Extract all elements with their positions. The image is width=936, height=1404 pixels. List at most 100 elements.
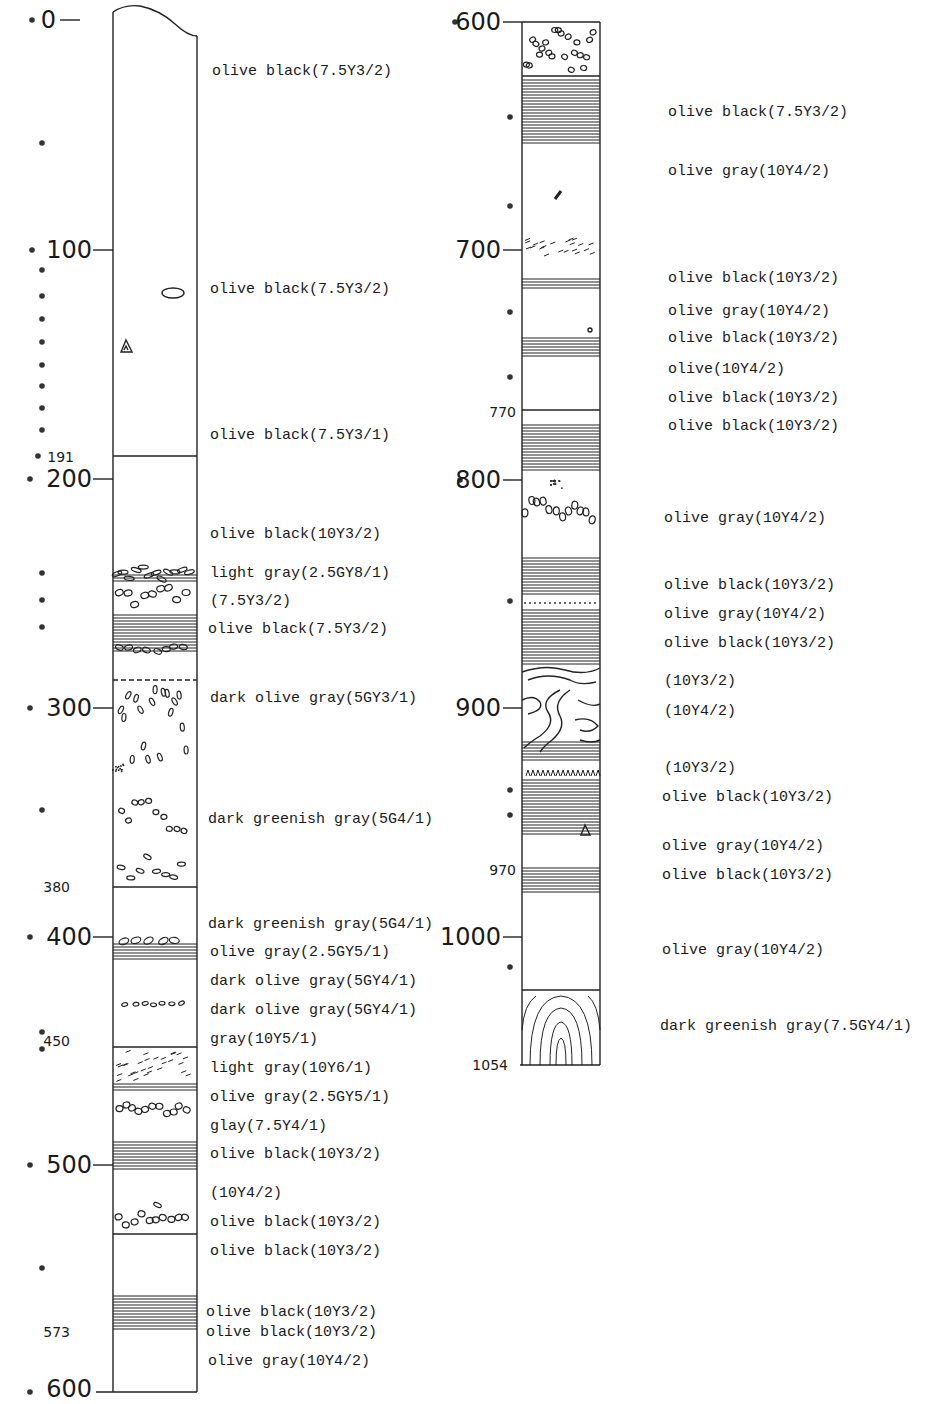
color-description: olive gray(10Y4/2)	[662, 839, 824, 854]
lamination	[522, 825, 600, 826]
clast-symbol	[141, 742, 147, 751]
lamination	[113, 1169, 197, 1170]
lamination	[522, 610, 600, 611]
lamination	[522, 751, 600, 752]
speckle	[553, 483, 555, 485]
lamination	[522, 649, 600, 650]
lamination	[522, 119, 600, 120]
clast-symbol	[171, 697, 178, 706]
clast-symbol	[571, 501, 578, 510]
sample-dot	[35, 453, 41, 459]
depth-label: 700	[455, 238, 501, 262]
clast-symbol	[123, 1102, 131, 1109]
clast-symbol	[153, 648, 162, 656]
lamination	[113, 1090, 197, 1091]
texture-stroke	[525, 241, 530, 243]
lamination	[113, 1323, 197, 1324]
speckle	[544, 602, 546, 604]
clast-symbol	[169, 937, 180, 944]
lamination	[522, 628, 600, 629]
core-top	[113, 6, 197, 36]
color-description: olive black(7.5Y3/2)	[208, 622, 388, 637]
lamination	[522, 116, 600, 117]
clast-symbol	[116, 1105, 123, 1111]
sample-dot	[27, 476, 33, 482]
color-description: olive black(10Y3/2)	[206, 1325, 377, 1340]
speckle	[555, 483, 557, 485]
clast-symbol	[564, 33, 572, 40]
clast-symbol	[526, 63, 533, 69]
clast-symbol	[115, 644, 124, 651]
clast-symbol	[586, 36, 593, 43]
lamination	[522, 622, 600, 623]
speckle	[594, 602, 596, 604]
sample-dot	[507, 964, 513, 970]
lamination	[522, 452, 600, 453]
lamination	[522, 637, 600, 638]
clast-symbol	[143, 936, 155, 946]
lamination	[113, 1084, 197, 1085]
lamination	[522, 613, 600, 614]
lamination	[522, 640, 600, 641]
lamination	[522, 425, 600, 426]
texture-stroke	[157, 1068, 162, 1070]
color-description: olive black(10Y3/2)	[664, 636, 835, 651]
wood-fragment	[522, 996, 600, 1065]
clast-symbol	[159, 1001, 165, 1005]
lamination	[113, 627, 197, 628]
lamination	[522, 634, 600, 635]
lamination	[522, 652, 600, 653]
lamination	[113, 1145, 197, 1146]
color-description: dark olive gray(5GY4/1)	[210, 1003, 417, 1018]
lamination	[522, 570, 600, 571]
lamination	[113, 578, 197, 579]
sample-dot	[29, 247, 35, 253]
lamination	[522, 449, 600, 450]
fringe-stroke	[566, 770, 570, 776]
speckle	[534, 602, 536, 604]
texture-stroke	[138, 1062, 143, 1064]
clast-symbol	[165, 689, 170, 698]
color-description: olive gray(10Y4/2)	[208, 1354, 370, 1369]
clast-symbol	[125, 817, 132, 823]
fringe-stroke	[596, 770, 600, 776]
texture-stroke	[117, 1074, 122, 1076]
speckle	[579, 602, 581, 604]
sample-dot	[27, 1389, 33, 1395]
lamination	[522, 877, 600, 878]
lamination	[522, 664, 600, 665]
texture-stroke	[578, 244, 583, 246]
texture-stroke	[183, 1057, 188, 1059]
lamination	[522, 748, 600, 749]
color-description: olive black(7.5Y3/2)	[212, 64, 392, 79]
lamination	[522, 455, 600, 456]
clast-symbol	[555, 191, 561, 199]
speckle	[121, 769, 123, 771]
column-base	[96, 1391, 197, 1392]
fringe-stroke	[581, 770, 585, 776]
lamination	[522, 834, 600, 835]
lamination	[522, 347, 600, 348]
sample-dot	[39, 267, 45, 273]
lamination	[522, 625, 600, 626]
lamination	[522, 567, 600, 568]
lamination	[522, 443, 600, 444]
depth-label: 191	[47, 450, 74, 464]
lamination	[113, 636, 197, 637]
lamination	[522, 810, 600, 811]
lamination	[522, 143, 600, 144]
fringe-stroke	[591, 770, 595, 776]
lamination	[522, 89, 600, 90]
lamination	[522, 883, 600, 884]
texture-stroke	[525, 238, 530, 240]
column-edge	[521, 22, 522, 1065]
texture-stroke	[572, 249, 577, 251]
lamination	[522, 780, 600, 781]
lamination	[522, 285, 600, 286]
clast-symbol	[163, 568, 174, 576]
lamination	[522, 356, 600, 357]
lamination	[522, 892, 600, 893]
lamination	[522, 646, 600, 647]
lamination	[522, 742, 600, 743]
